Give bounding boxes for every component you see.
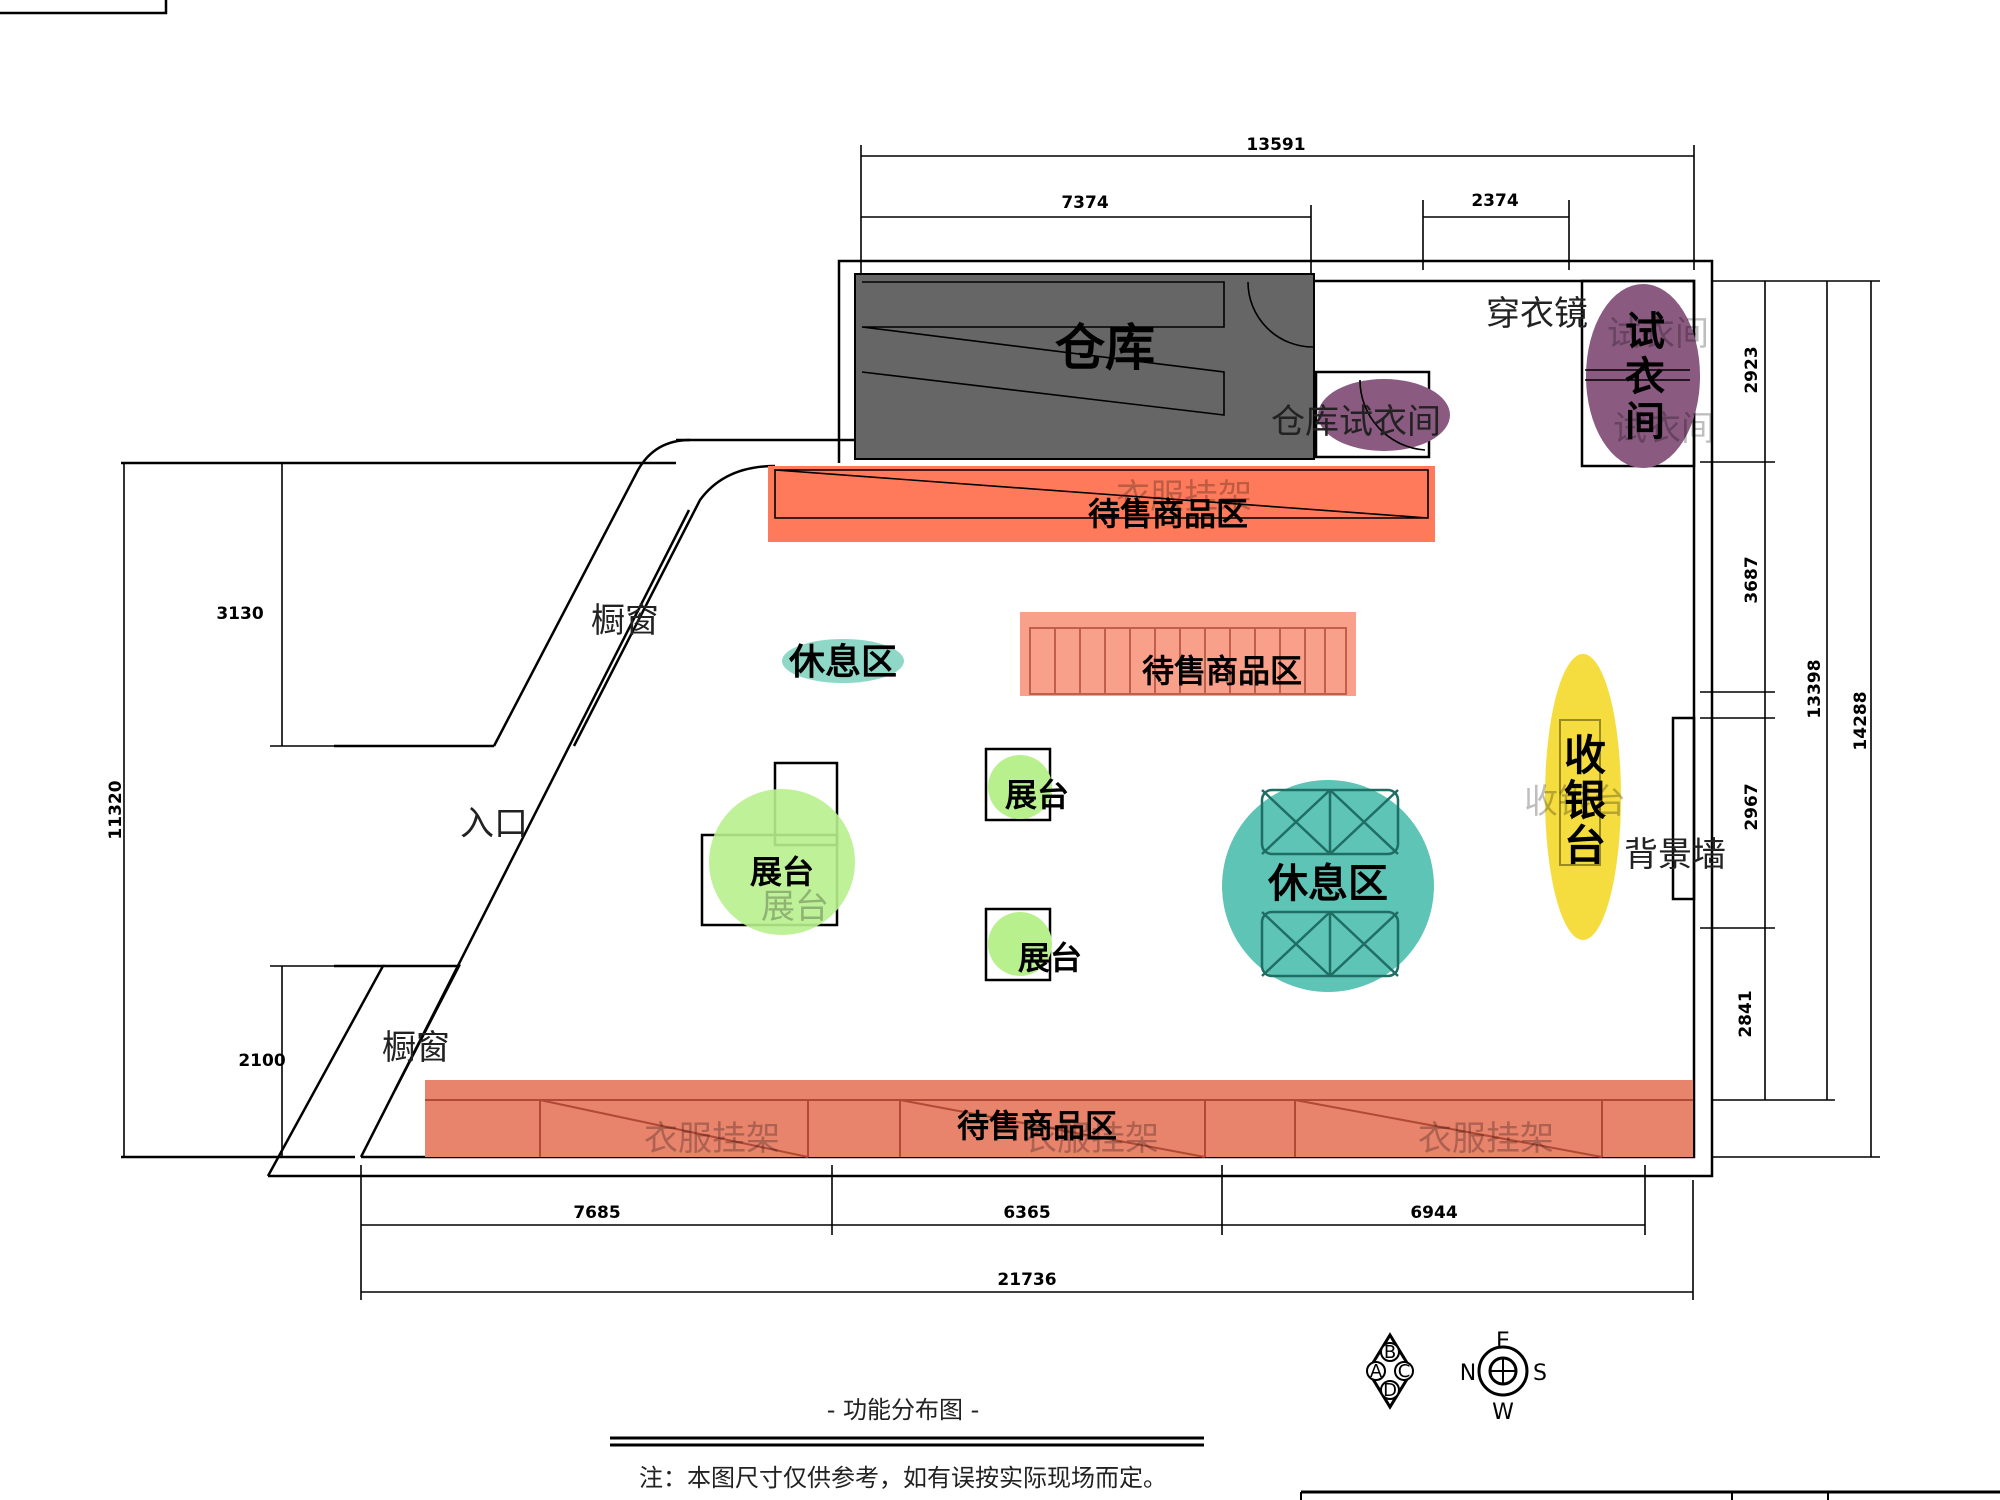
- fitting-room-plan-label-2: 试衣间: [1613, 409, 1715, 449]
- compass-north: N: [1460, 1361, 1476, 1386]
- cashier-label-1: 收: [1564, 731, 1606, 780]
- rack-label-3: 衣服挂架: [1418, 1119, 1554, 1159]
- dim-left-lower: 2100: [238, 1051, 285, 1071]
- drawing-note: 注：本图尺寸仅供参考，如有误按实际现场而定。: [639, 1464, 1167, 1492]
- rack-label-2: 衣服挂架: [1023, 1119, 1159, 1159]
- dim-right-1: 2923: [1742, 346, 1762, 393]
- dim-top-right: 2374: [1471, 191, 1518, 211]
- dim-right-4: 2841: [1736, 990, 1756, 1037]
- dim-bottom-2: 6365: [1003, 1203, 1050, 1223]
- warehouse-fitting-room: 仓库试衣间: [1271, 370, 1450, 459]
- fitting-room-label-3: 间: [1625, 399, 1665, 445]
- cashier-label-3: 台: [1564, 821, 1606, 870]
- symbol-c: C: [1398, 1361, 1411, 1382]
- dim-bottom-1: 7685: [573, 1203, 620, 1223]
- cashier-label-2: 银: [1564, 776, 1606, 825]
- frame-corner: [0, 0, 168, 15]
- direction-symbol: B A C D: [1366, 1332, 1414, 1410]
- rest-area-large: 休息区: [1222, 780, 1434, 992]
- entrance-label: 入口: [460, 804, 528, 844]
- display-plan-label: 展台: [761, 887, 829, 927]
- fitting-room-plan-label-1: 试衣间: [1607, 314, 1709, 354]
- display-label-2: 展台: [1005, 776, 1069, 814]
- rack-label-1: 衣服挂架: [644, 1119, 780, 1159]
- display-label-3: 展台: [1018, 939, 1082, 977]
- dim-left-upper: 3130: [216, 604, 263, 624]
- symbol-b: B: [1384, 1342, 1396, 1363]
- compass-icon: E N S W: [1460, 1329, 1547, 1425]
- cashier: 收银台 收 银 台: [1524, 654, 1626, 940]
- back-wall-label: 背景墙: [1624, 835, 1726, 875]
- dim-bottom-3: 6944: [1410, 1203, 1457, 1223]
- display-stand-2: 展台: [984, 907, 1082, 982]
- sale-zone-top: 衣服挂架 待售商品区: [768, 466, 1435, 542]
- dim-right-3: 2967: [1742, 783, 1762, 830]
- mirror-label: 穿衣镜: [1486, 294, 1588, 334]
- fitting-room-label-2: 衣: [1625, 354, 1665, 400]
- display-stand-large: 展台 展台: [700, 761, 855, 935]
- sale-zone-bottom: 衣服挂架 衣服挂架 衣服挂架 待售商品区: [425, 1080, 1693, 1159]
- sale-zone-middle: 待售商品区: [1020, 612, 1356, 696]
- dim-right-2: 3687: [1742, 556, 1762, 603]
- fitting-room: 试衣间 试衣间 试 衣 间: [1580, 279, 1715, 468]
- compass-south: S: [1533, 1361, 1547, 1386]
- compass-west: W: [1492, 1400, 1514, 1425]
- window-label-upper: 橱窗: [591, 601, 659, 641]
- dim-right-inner-total: 13398: [1805, 659, 1825, 718]
- rack-label-top: 衣服挂架: [1116, 477, 1252, 517]
- top-dimensions: 13591 7374 2374: [860, 135, 1695, 290]
- symbol-d: D: [1383, 1380, 1397, 1401]
- sale-zone-middle-label: 待售商品区: [1142, 652, 1302, 690]
- dim-top-left: 7374: [1061, 193, 1108, 213]
- right-dimensions: 2923 3687 2967 2841 13398 14288: [1700, 280, 1880, 1158]
- compass-east: E: [1496, 1329, 1510, 1354]
- rest-area-small-label: 休息区: [788, 642, 897, 683]
- fitting-room-label-1: 试: [1625, 309, 1665, 355]
- window-label-lower: 橱窗: [382, 1028, 450, 1068]
- dim-top-total: 13591: [1246, 135, 1305, 155]
- rest-area-large-label: 休息区: [1267, 861, 1388, 907]
- display-stand-1: 展台: [984, 747, 1069, 822]
- sale-zone-top-label: 待售商品区: [1088, 495, 1248, 533]
- dim-right-outer-total: 14288: [1851, 691, 1871, 750]
- sale-zone-bottom-label: 待售商品区: [957, 1107, 1117, 1145]
- symbol-a: A: [1370, 1361, 1383, 1382]
- drawing-title: - 功能分布图 -: [827, 1396, 980, 1424]
- bottom-dimensions: 7685 6365 6944 21736: [360, 1165, 1694, 1300]
- title-block: [1300, 1490, 2000, 1500]
- cashier-plan-label: 收银台: [1524, 782, 1626, 822]
- display-label-1: 展台: [750, 853, 814, 891]
- rest-area-small: 休息区: [782, 639, 904, 683]
- dim-left-total: 11320: [106, 780, 126, 839]
- dim-bottom-total: 21736: [997, 1270, 1056, 1290]
- warehouse-label: 仓库: [1055, 319, 1155, 377]
- back-wall: [1671, 716, 1696, 901]
- warehouse-fitting-label: 仓库试衣间: [1271, 402, 1441, 442]
- left-dimensions: 11320 3130 2100: [106, 463, 335, 1157]
- warehouse: 仓库: [854, 273, 1315, 460]
